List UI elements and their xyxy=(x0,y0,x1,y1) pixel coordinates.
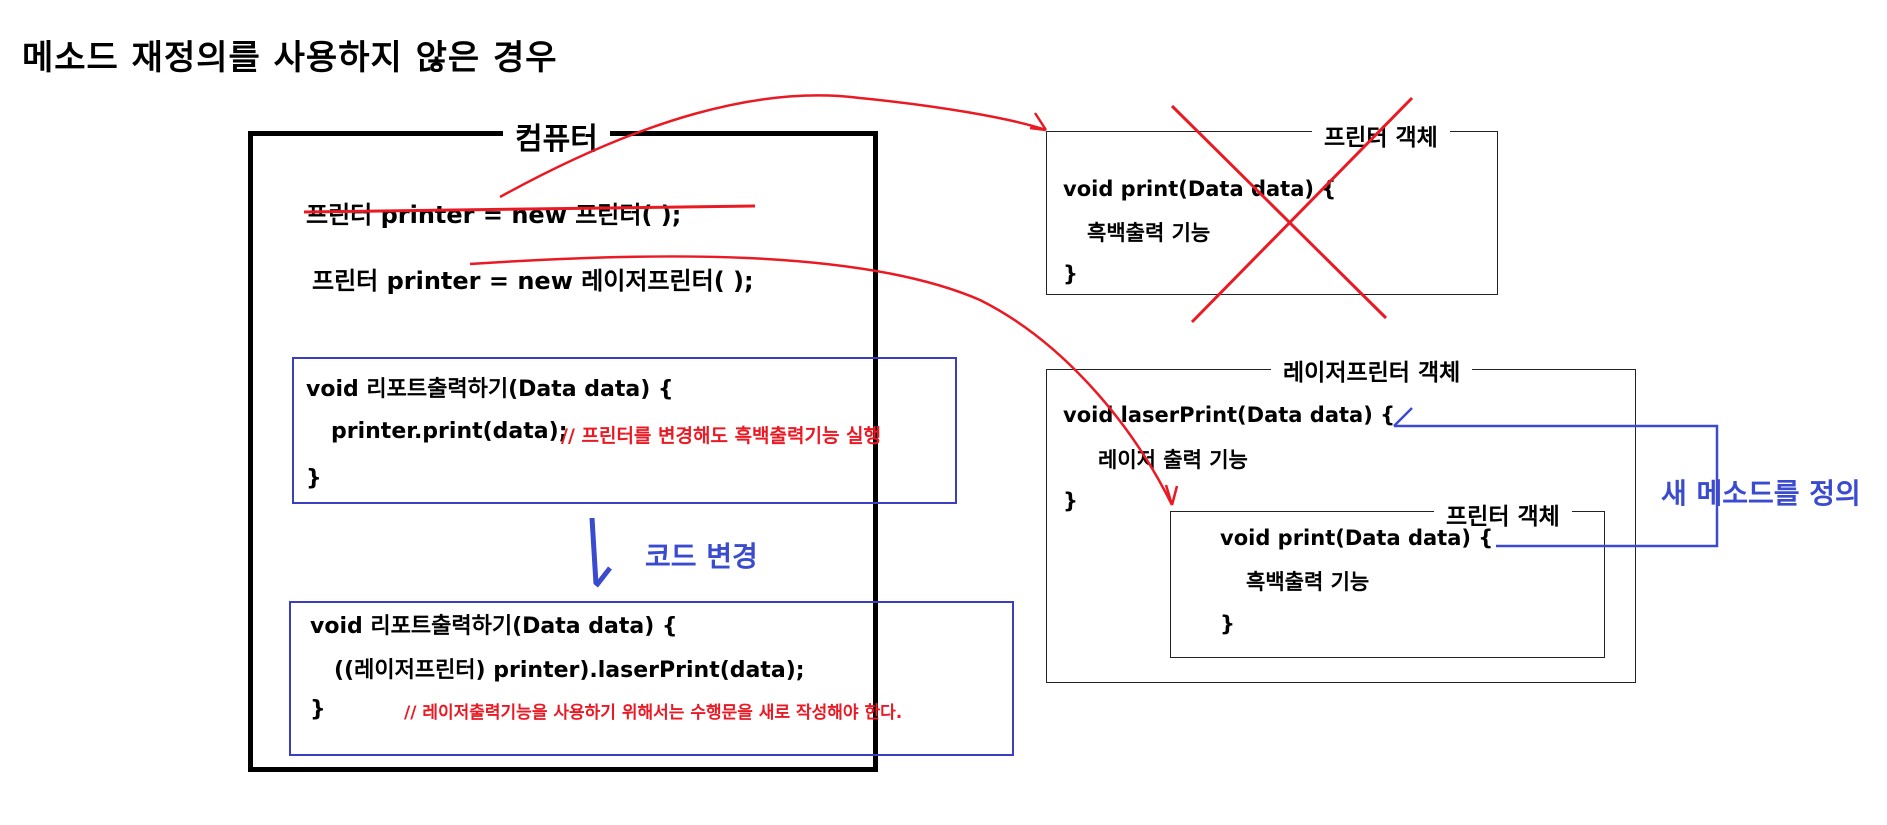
inner-printer-object-label: 프린터 객체 xyxy=(1434,497,1572,531)
inner-printer-object-signature: void print(Data data) { xyxy=(1220,526,1494,550)
inner-printer-object-box xyxy=(1170,511,1605,658)
old-reference-arrowhead xyxy=(1029,112,1048,132)
new-printer-line: 프린터 printer = new 레이저프린터( ); xyxy=(312,267,754,295)
printer-object-signature: void print(Data data) { xyxy=(1063,177,1337,201)
new-method-bracket-tick xyxy=(1393,407,1413,427)
new-method-label: 새 메소드를 정의 xyxy=(1661,477,1861,510)
report-method-before-comment: // 프린터를 변경해도 흑백출력기능 실행 xyxy=(561,425,882,447)
diagram-title: 메소드 재정의를 사용하지 않은 경우 xyxy=(22,38,558,78)
laser-printer-object-close: } xyxy=(1063,489,1078,513)
old-printer-line: 프린터 printer = new 프린터( ); xyxy=(306,201,682,229)
report-method-after-comment: // 레이저출력기능을 사용하기 위해서는 수행문을 새로 작성해야 한다. xyxy=(404,703,903,723)
code-change-arrow-head xyxy=(594,566,612,588)
printer-object-box xyxy=(1046,131,1498,295)
cross-out-line-2 xyxy=(1190,96,1414,324)
report-method-after xyxy=(289,601,1014,756)
new-method-bracket xyxy=(1394,424,1719,548)
report-method-before xyxy=(292,357,957,504)
laser-printer-object-label: 레이저프린터 객체 xyxy=(1271,353,1473,387)
old-line-strikethrough xyxy=(303,204,756,214)
report-method-after-call: ((레이저프린터) printer).laserPrint(data); xyxy=(334,658,805,683)
report-method-before-call: printer.print(data); xyxy=(331,419,568,444)
laser-printer-object-body: 레이저 출력 기능 xyxy=(1098,448,1248,472)
report-method-after-close: } xyxy=(310,697,326,722)
report-method-after-signature: void 리포트출력하기(Data data) { xyxy=(310,614,678,639)
inner-printer-object-close: } xyxy=(1220,612,1235,636)
cross-out-line-1 xyxy=(1170,104,1388,320)
printer-object-close: } xyxy=(1063,262,1078,286)
laser-printer-object-signature: void laserPrint(Data data) { xyxy=(1063,403,1396,427)
report-method-before-signature: void 리포트출력하기(Data data) { xyxy=(306,377,674,402)
new-reference-arrow xyxy=(469,255,1174,506)
computer-label: 컴퓨터 xyxy=(503,114,610,158)
code-change-arrow-shaft xyxy=(589,517,599,585)
inner-printer-object-body: 흑백출력 기능 xyxy=(1246,570,1370,594)
printer-object-body: 흑백출력 기능 xyxy=(1087,221,1211,245)
new-reference-arrowhead xyxy=(1164,484,1179,506)
report-method-before-close: } xyxy=(306,466,322,491)
old-reference-arrow xyxy=(499,94,1047,199)
printer-object-label: 프린터 객체 xyxy=(1312,118,1450,152)
code-change-label: 코드 변경 xyxy=(645,540,758,573)
